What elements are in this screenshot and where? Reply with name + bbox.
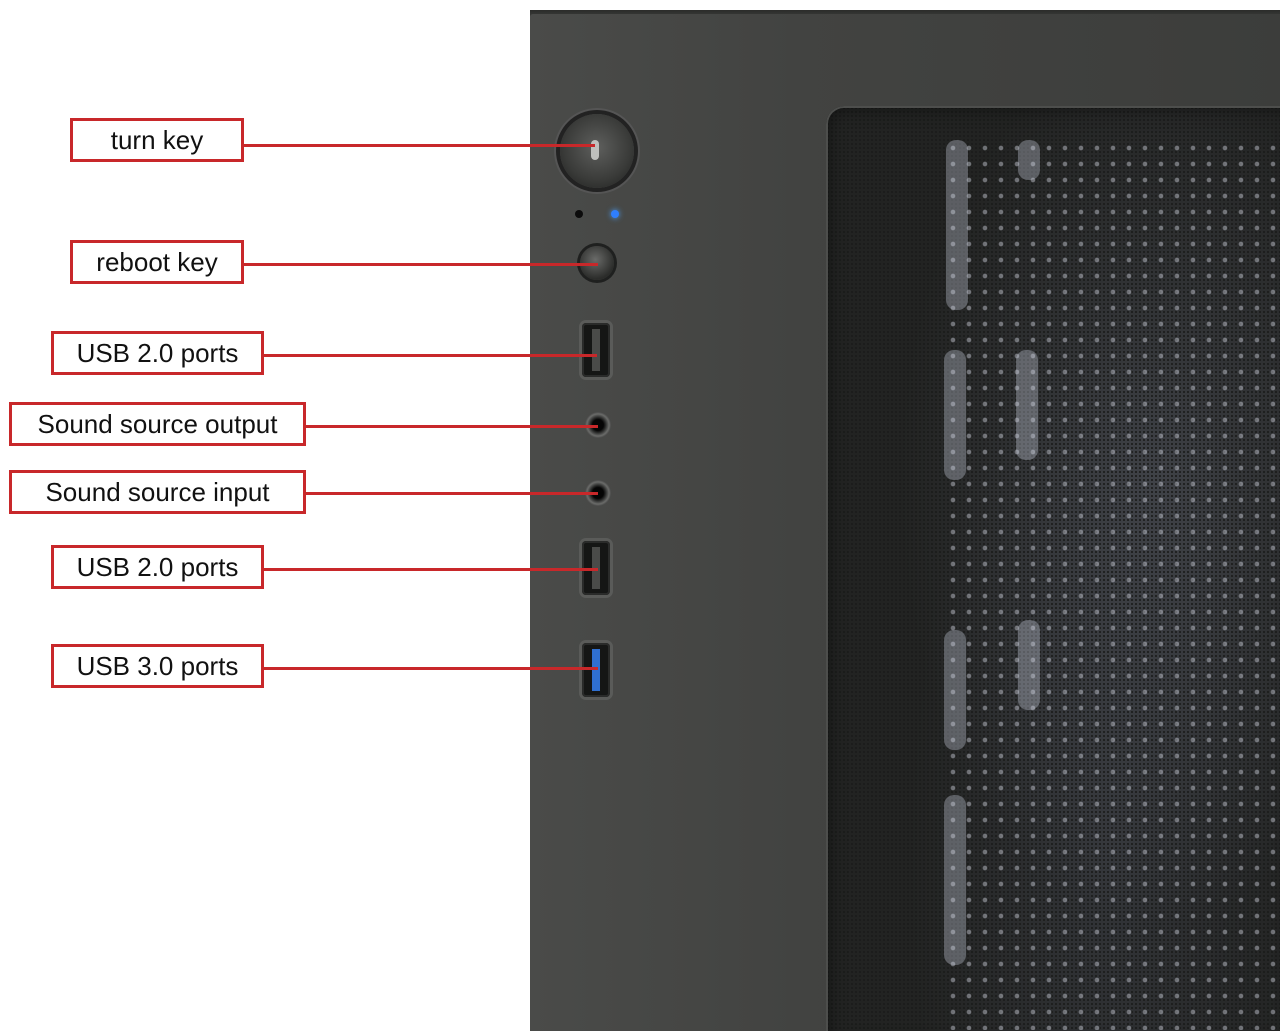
hdd-led-icon (575, 210, 583, 218)
callout-usb2-top-label: USB 2.0 ports (51, 331, 264, 375)
usb-tongue (592, 649, 600, 691)
mesh-slot (1018, 620, 1040, 710)
mesh-front-panel (826, 106, 1280, 1031)
power-led-icon (611, 210, 619, 218)
callout-usb3-label: USB 3.0 ports (51, 644, 264, 688)
mesh-slot (944, 630, 966, 750)
callout-reset-label: reboot key (70, 240, 244, 284)
mesh-fan-glow (945, 140, 1280, 1030)
callout-usb2-top-leader (263, 354, 597, 357)
mesh-slot (944, 795, 966, 965)
callout-audio-in-label: Sound source input (9, 470, 306, 514)
callout-power-leader (243, 144, 595, 147)
callout-power-label: turn key (70, 118, 244, 162)
mesh-slot (946, 140, 968, 310)
usb-tongue (592, 329, 600, 371)
callout-reset-leader (243, 263, 598, 266)
usb-port-icon (582, 323, 610, 377)
mesh-slot (944, 350, 966, 480)
mesh-slot (1016, 350, 1038, 460)
usb3-port-icon (582, 643, 610, 697)
mesh-slot (1018, 140, 1040, 180)
callout-audio-in-leader (305, 492, 598, 495)
callout-audio-out-leader (305, 425, 598, 428)
power-glyph-icon (591, 140, 599, 160)
callout-usb3-leader (263, 667, 598, 670)
callout-usb2-bottom-leader (263, 568, 598, 571)
callout-usb2-bottom-label: USB 2.0 ports (51, 545, 264, 589)
callout-audio-out-label: Sound source output (9, 402, 306, 446)
